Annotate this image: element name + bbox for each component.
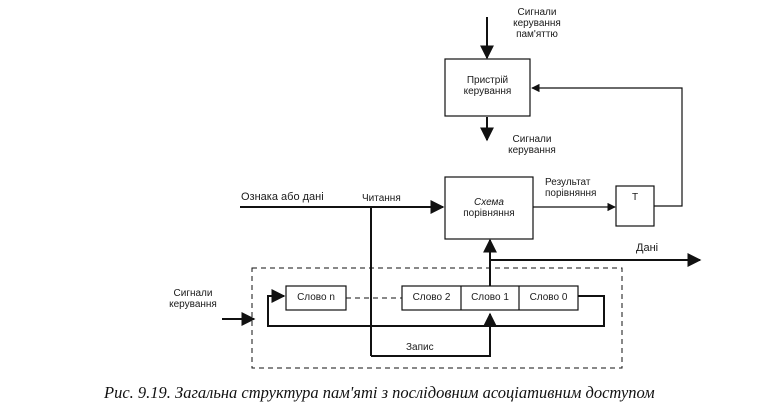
word-n-box	[285, 285, 347, 311]
write-line	[371, 312, 497, 357]
word-1-label: Слово 1	[471, 292, 509, 303]
write-label: Запис	[406, 342, 434, 353]
compare-unit-box	[444, 176, 534, 240]
word-n-label: Слово n	[297, 292, 335, 303]
left-control-signals-label: Сигнали керування	[169, 288, 217, 310]
input-label: Ознака або дані	[241, 191, 324, 203]
memory-region	[251, 267, 623, 369]
control-out-signals-label: Сигнали керування	[508, 134, 556, 156]
trigger-label: T	[631, 192, 639, 203]
trigger-box	[615, 185, 655, 227]
data-out-label: Дані	[636, 242, 659, 254]
control-unit-box	[444, 58, 531, 117]
read-label: Читання	[362, 193, 401, 204]
word-0-label: Слово 0	[529, 292, 568, 303]
word-register-box	[401, 285, 579, 311]
control-unit-label: Пристрій керування	[463, 75, 512, 97]
shift-loop	[267, 289, 605, 327]
figure-caption: Рис. 9.19. Загальна структура пам'яті з …	[104, 383, 655, 402]
feedback-line	[531, 83, 683, 207]
compare-unit-label: Схема порівняння	[463, 197, 515, 219]
word-2-label: Слово 2	[412, 292, 451, 303]
memory-control-signals-label: Сигнали керування пам'яттю	[513, 7, 561, 40]
result-label: Результат порівняння	[545, 177, 597, 199]
